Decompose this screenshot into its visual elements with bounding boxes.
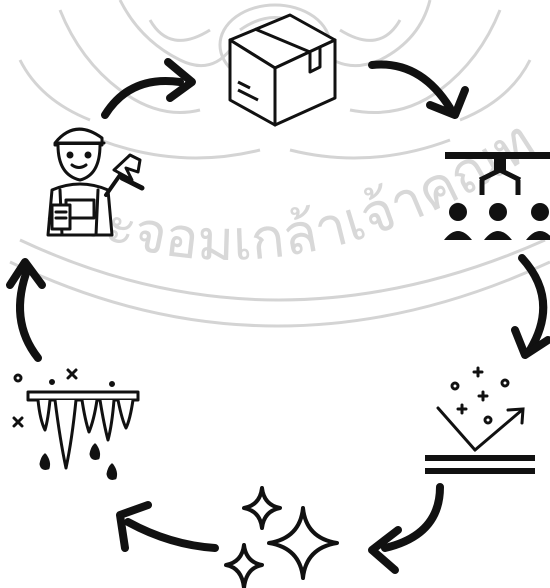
robotic-gripper-over-workers-icon: [444, 152, 550, 240]
arrow-technician-to-box: [101, 58, 196, 119]
sparkle-stars-icon: [224, 486, 339, 588]
technician-with-wrench-icon: [46, 127, 145, 237]
arrow-reflection-to-sparkle: [368, 483, 444, 574]
arrow-robot-to-reflection: [511, 254, 550, 359]
light-reflection-surface-icon: [425, 366, 535, 474]
arrow-sparkle-to-melting: [116, 501, 219, 552]
cardboard-box-icon: [228, 13, 337, 127]
melting-icicles-icon: [12, 368, 140, 480]
cycle-arrows: [6, 58, 550, 574]
arrow-box-to-robot: [368, 60, 469, 119]
arrow-melting-to-technician: [6, 258, 46, 362]
